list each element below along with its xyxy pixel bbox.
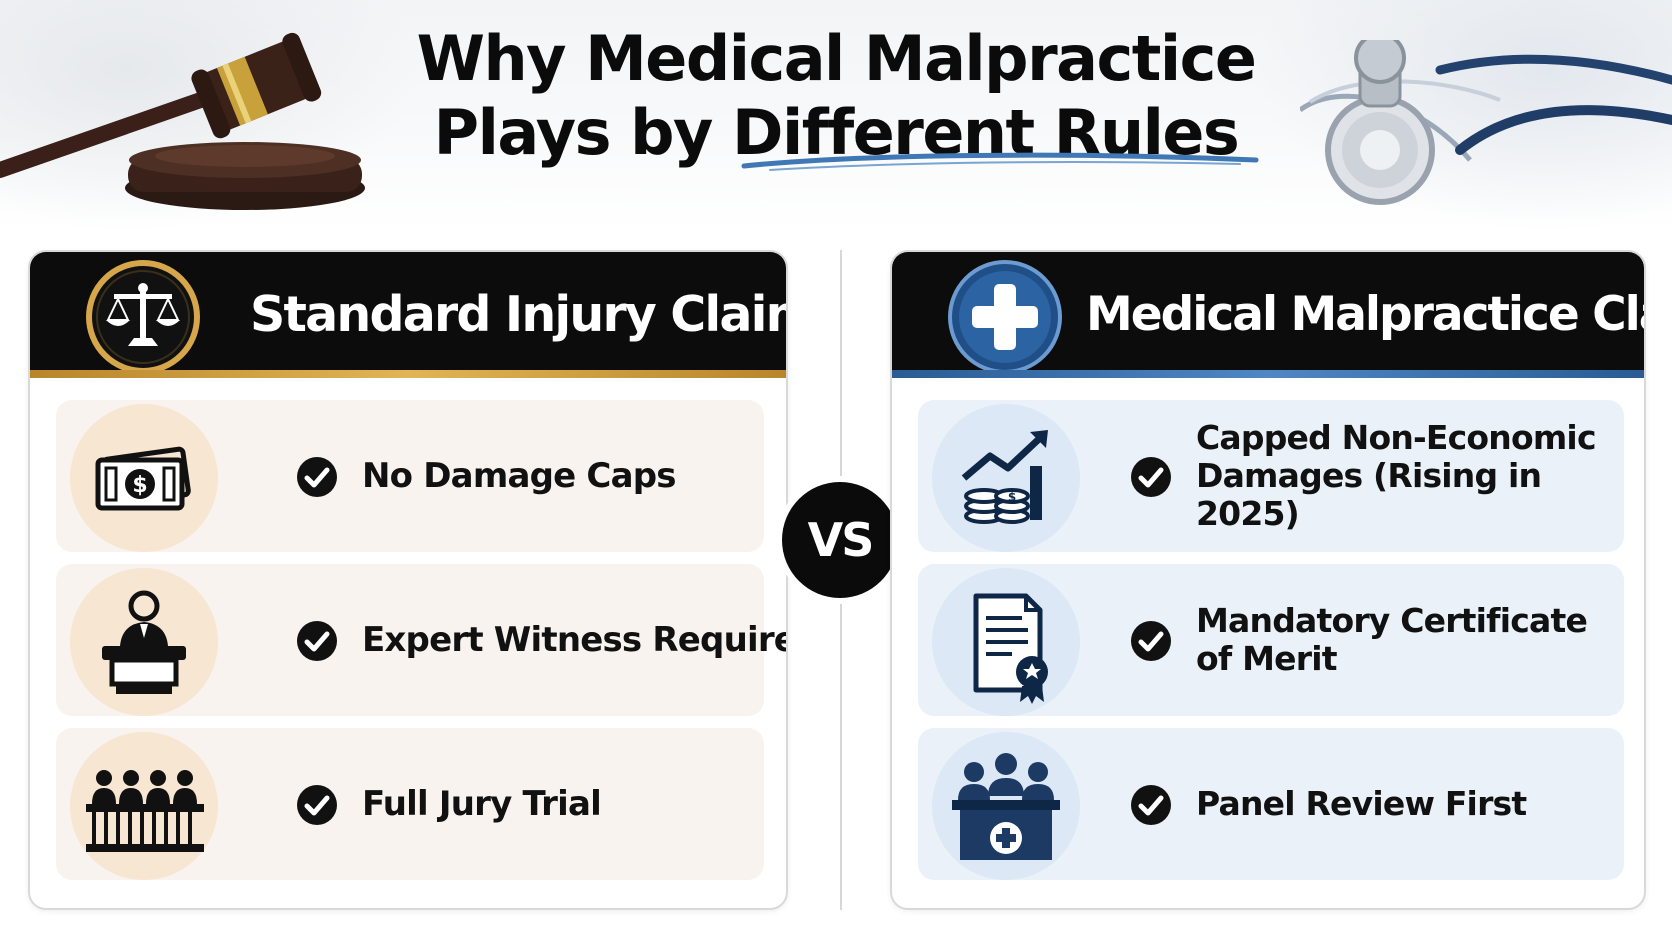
row-text: Capped Non-Economic Damages (Rising in 2…: [1196, 418, 1597, 533]
svg-text:$: $: [1008, 490, 1016, 504]
panel-header: Standard Injury Claim: [30, 252, 786, 378]
medical-malpractice-panel: Medical Malpractice Claim: [890, 250, 1646, 910]
check-icon: [1131, 621, 1171, 661]
certificate-document-icon: [932, 568, 1080, 716]
row-text: Panel Review First: [1196, 784, 1527, 823]
check-icon: [297, 785, 337, 825]
scales-of-justice-icon: [86, 260, 200, 374]
blue-accent-band: [892, 370, 1644, 378]
cash-bill-icon: $: [70, 404, 218, 552]
stethoscope-icon: [1300, 40, 1672, 205]
row-text: Full Jury Trial: [362, 784, 602, 824]
standard-claim-rows: $ No Damage Caps: [56, 400, 786, 892]
vs-badge: VS: [782, 482, 898, 598]
check-icon: [1131, 785, 1171, 825]
jury-box-icon: [70, 732, 218, 880]
panel-title-standard: Standard Injury Claim: [250, 286, 788, 343]
gold-accent-band: [30, 370, 786, 378]
witness-stand-icon: [70, 568, 218, 716]
list-item: Expert Witness Required: [56, 564, 786, 716]
panel-header: Medical Malpractice Claim: [892, 252, 1644, 378]
title-line-1: Why Medical Malpractice: [416, 22, 1257, 95]
list-item: $ Capped Non-Economic Damages (Rising in…: [918, 400, 1624, 552]
row-text: Mandatory Certificate of Merit: [1196, 601, 1588, 678]
gavel-icon: [0, 32, 365, 210]
list-item: Panel Review First: [918, 728, 1624, 880]
panel-title-malpractice: Medical Malpractice Claim: [1086, 287, 1644, 342]
standard-injury-panel: Standard Injury Claim $ No Damage Caps: [28, 250, 788, 910]
malpractice-claim-rows: $ Capped Non-Economic Damages (Rising in…: [918, 400, 1624, 892]
check-icon: [297, 457, 337, 497]
svg-text:$: $: [132, 473, 147, 498]
list-item: Full Jury Trial: [56, 728, 764, 880]
medical-cross-icon: [948, 260, 1062, 374]
medical-review-panel-icon: [932, 732, 1080, 880]
rising-coins-chart-icon: $: [932, 404, 1080, 552]
check-icon: [1131, 457, 1171, 497]
page-title: Why Medical Malpractice Plays by Differe…: [300, 22, 1372, 170]
title-underline: [741, 152, 1259, 171]
row-text: Expert Witness Required: [362, 620, 788, 660]
list-item: $ No Damage Caps: [56, 400, 764, 552]
row-text: No Damage Caps: [362, 456, 677, 496]
list-item: Mandatory Certificate of Merit: [918, 564, 1624, 716]
check-icon: [297, 621, 337, 661]
